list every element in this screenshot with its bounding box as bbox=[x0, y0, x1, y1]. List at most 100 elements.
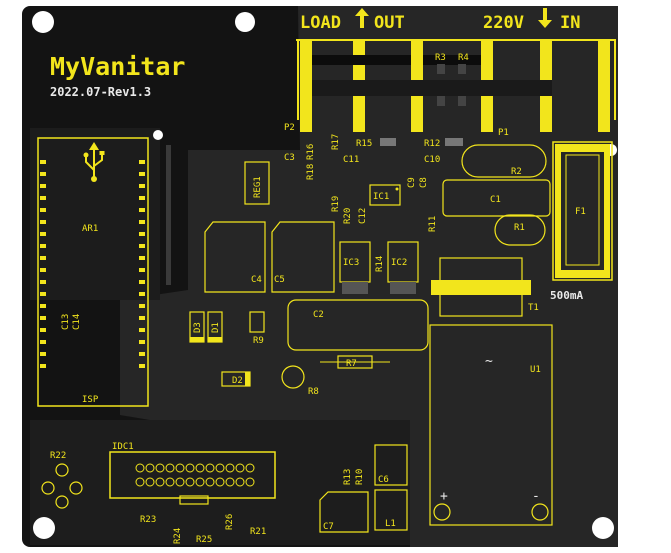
r18-label: R18 bbox=[306, 164, 316, 180]
c5-outline bbox=[271, 221, 335, 293]
plus-label: + bbox=[440, 489, 448, 504]
c7-label: C7 bbox=[323, 522, 334, 532]
r3-label: R3 bbox=[435, 53, 446, 63]
minus-label: - bbox=[532, 489, 540, 504]
reg1-label: REG1 bbox=[253, 176, 263, 198]
c11-label: C11 bbox=[343, 155, 359, 165]
r17-label: R17 bbox=[331, 134, 341, 150]
c4-label: C4 bbox=[251, 275, 262, 285]
d3-cathode-band bbox=[190, 337, 204, 342]
r14-label: R14 bbox=[375, 256, 385, 272]
d1-label: D1 bbox=[211, 322, 221, 333]
copper-plane-top-left bbox=[30, 128, 160, 300]
isp-label: ISP bbox=[82, 395, 99, 405]
terminal-pin-1 bbox=[300, 40, 312, 132]
r13-label: R13 bbox=[343, 469, 353, 485]
c1-outline bbox=[442, 179, 551, 217]
u1-label: U1 bbox=[530, 365, 541, 375]
c12-label: C12 bbox=[358, 208, 368, 224]
ar1-pin-row-right bbox=[139, 160, 145, 368]
ic1-label: IC1 bbox=[373, 192, 389, 202]
c1-label: C1 bbox=[490, 195, 501, 205]
r9-label: R9 bbox=[253, 336, 264, 346]
d3-label: D3 bbox=[193, 322, 203, 333]
mounting-hole-top-center bbox=[235, 12, 255, 32]
c8-label: C8 bbox=[419, 177, 429, 188]
r22-label: R22 bbox=[50, 451, 66, 461]
r24-label: R24 bbox=[173, 528, 183, 544]
u1-outline bbox=[429, 324, 553, 526]
idc1-pin-grid bbox=[135, 463, 255, 487]
c3-label: C3 bbox=[284, 153, 295, 163]
d2-cathode-band bbox=[245, 372, 250, 386]
mounting-hole-top-left bbox=[32, 11, 54, 33]
tilde-label: ~ bbox=[485, 354, 493, 369]
c2-label: C2 bbox=[313, 310, 324, 320]
terminal-pin-6 bbox=[598, 40, 610, 132]
revision-label: 2022.07-Rev1.3 bbox=[50, 85, 151, 99]
l1-outline bbox=[374, 489, 408, 531]
terminal-crossbar-mid bbox=[423, 55, 481, 65]
reg1-outline bbox=[244, 161, 270, 205]
c7-outline bbox=[319, 491, 369, 533]
arrow-down-icon bbox=[538, 8, 552, 28]
r20-label: R20 bbox=[343, 208, 353, 224]
ar1-label: AR1 bbox=[82, 224, 98, 234]
r7-label: R7 bbox=[346, 359, 357, 369]
r9-outline bbox=[249, 311, 265, 333]
ic3-label: IC3 bbox=[343, 258, 359, 268]
ic3-tab bbox=[342, 282, 368, 294]
d1-cathode-band bbox=[208, 337, 222, 342]
f1-clip-top bbox=[555, 144, 610, 152]
out-label: OUT bbox=[374, 13, 405, 33]
r19-label: R19 bbox=[331, 196, 341, 212]
ic2-tab bbox=[390, 282, 416, 294]
mounting-hole-left-mid bbox=[153, 130, 163, 140]
d2-label: D2 bbox=[232, 376, 243, 386]
brand-title: MyVanitar bbox=[50, 52, 185, 81]
c14-label: C14 bbox=[72, 314, 82, 330]
ar1-module-outline bbox=[37, 137, 149, 407]
r15-label: R15 bbox=[356, 139, 372, 149]
ic1-pin1-dot bbox=[395, 187, 399, 191]
ic2-label: IC2 bbox=[391, 258, 407, 268]
f1-outline bbox=[552, 141, 613, 281]
r2-outline bbox=[461, 144, 547, 178]
r23-label: R23 bbox=[140, 515, 156, 525]
fuse-rating-label: 500mA bbox=[550, 289, 583, 302]
r12-pad bbox=[445, 138, 463, 146]
r4-label: R4 bbox=[458, 53, 469, 63]
idc1-key-notch bbox=[179, 495, 209, 505]
r12-label: R12 bbox=[424, 139, 440, 149]
r11-label: R11 bbox=[428, 216, 438, 232]
r1-label: R1 bbox=[514, 223, 525, 233]
f1-label: F1 bbox=[575, 207, 586, 217]
u1-pin-plus bbox=[433, 503, 451, 521]
r3-r4-pads bbox=[437, 64, 466, 106]
p1-label: P1 bbox=[498, 128, 509, 138]
r1-outline bbox=[494, 214, 546, 246]
t1-core-bar bbox=[431, 280, 531, 295]
c6-outline bbox=[374, 444, 408, 486]
in-label: IN bbox=[560, 13, 580, 33]
ic1-outline bbox=[369, 184, 401, 206]
c9-label: C9 bbox=[407, 177, 417, 188]
ar1-pin-row-left bbox=[40, 160, 46, 368]
terminal-block-outline bbox=[296, 39, 616, 120]
r15-pad bbox=[380, 138, 396, 146]
u1-pin-minus bbox=[531, 503, 549, 521]
f1-fuse-body bbox=[565, 154, 600, 266]
idc1-label: IDC1 bbox=[112, 442, 134, 452]
mounting-hole-bottom-right bbox=[592, 517, 614, 539]
arrow-up-icon bbox=[355, 8, 369, 28]
copper-plane-right bbox=[120, 6, 618, 547]
f1-clip-left bbox=[555, 144, 561, 278]
voltage-label: 220V bbox=[483, 13, 524, 33]
r10-label: R10 bbox=[355, 469, 365, 485]
t1-label: T1 bbox=[528, 303, 539, 313]
copper-plane-bottom bbox=[30, 420, 410, 545]
r2-label: R2 bbox=[511, 167, 522, 177]
r26-label: R26 bbox=[225, 514, 235, 530]
terminal-strip-lower bbox=[312, 80, 552, 96]
